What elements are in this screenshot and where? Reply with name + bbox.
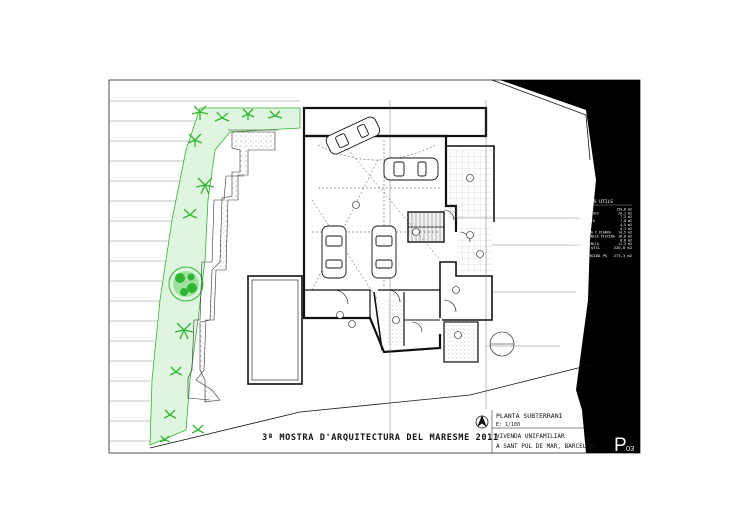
site-boundary <box>149 79 591 449</box>
area-total-label: SUP. TOTAL UTIL <box>566 245 601 250</box>
area-table-heading: SUPERFICIES UTILS <box>566 199 613 205</box>
area-row-value: 4,5 m2 <box>620 223 632 227</box>
area-row-name: SALA DE JOCS <box>575 211 599 215</box>
project-name: VIVENDA UNIFAMILIAR <box>496 433 565 440</box>
area-row-name: BODEGA <box>575 238 587 242</box>
car-parked-3 <box>383 157 439 181</box>
site-contour-lines <box>109 100 300 442</box>
sheet-code: P <box>614 435 627 456</box>
car-ramp <box>325 116 381 155</box>
area-row-name: ESCALA <box>575 223 587 227</box>
area-row-name: BANY <box>575 227 583 231</box>
area-row-number: 2 <box>570 211 572 215</box>
area-row-name: GARATGE <box>575 208 589 212</box>
stair <box>407 211 445 243</box>
north-arrow-icon <box>475 414 489 429</box>
stepped-stone-path <box>195 131 276 403</box>
area-row-name: MAGATZEM <box>575 215 591 219</box>
shrub-clusters <box>159 105 283 443</box>
room-markers <box>336 174 484 339</box>
area-row-number: 1 <box>570 208 572 212</box>
area-row-value: 16,0 m2 <box>618 234 632 238</box>
area-row-number: 8 <box>570 234 572 238</box>
sheet-number: 03 <box>626 444 634 453</box>
section-detail-symbol <box>489 331 515 357</box>
area-row-number: 5 <box>570 223 572 227</box>
tree-canopy <box>168 266 204 302</box>
area-row-name: SALA TECNICA PISCINA <box>575 234 615 238</box>
tiled-room-technical <box>448 150 492 218</box>
area-built-value: 273,3 m2 <box>614 253 632 258</box>
area-row-number: 7 <box>570 231 572 235</box>
car-parked-2 <box>371 225 397 279</box>
area-row-number: 10 <box>568 242 572 246</box>
plan-scale: E: 1/100 <box>496 422 520 428</box>
area-row-value: 7,0 m2 <box>620 219 632 223</box>
area-row-value: 4,1 m2 <box>620 227 632 231</box>
stepped-stone-path-outer <box>187 129 278 401</box>
area-row-number: 9 <box>570 238 572 242</box>
area-row-name: SALA TECNICA <box>575 242 599 246</box>
plan-title: PLANTA SUBTERRANI <box>496 412 563 420</box>
exhibition-title: 3ª MOSTRA D'ARQUITECTURA DEL MARESME 201… <box>262 433 499 443</box>
area-row-value: 11,3 m2 <box>618 242 632 246</box>
black-info-panel <box>492 80 640 453</box>
area-total-value: 220,8 m2 <box>614 245 632 250</box>
area-row-value: 24,1 m2 <box>618 211 632 215</box>
project-location: A SANT POL DE MAR, BARCELONA <box>496 443 598 450</box>
area-row-name: RAFTADORA I PLANXA <box>575 231 611 235</box>
sheet-number-box: P 03 <box>600 430 640 456</box>
car-parked-1 <box>321 225 347 279</box>
doors <box>333 209 471 333</box>
area-row-number: 4 <box>570 219 572 223</box>
area-row-value: 8,6 m2 <box>620 238 632 242</box>
swimming-pool <box>247 275 303 385</box>
area-row-number: 6 <box>570 227 572 231</box>
tiled-room-bath <box>443 321 479 363</box>
area-row-name: CIRCULACIO <box>575 219 595 223</box>
area-built-label: SUP. CONSTRUIDA PS <box>566 253 608 258</box>
area-row-value: 7,3 m2 <box>620 215 632 219</box>
tiled-room-small <box>458 228 492 272</box>
area-row-value: 159,8 m2 <box>616 208 632 212</box>
area-row-number: 3 <box>570 215 572 219</box>
area-row-value: 14,5 m2 <box>618 231 632 235</box>
